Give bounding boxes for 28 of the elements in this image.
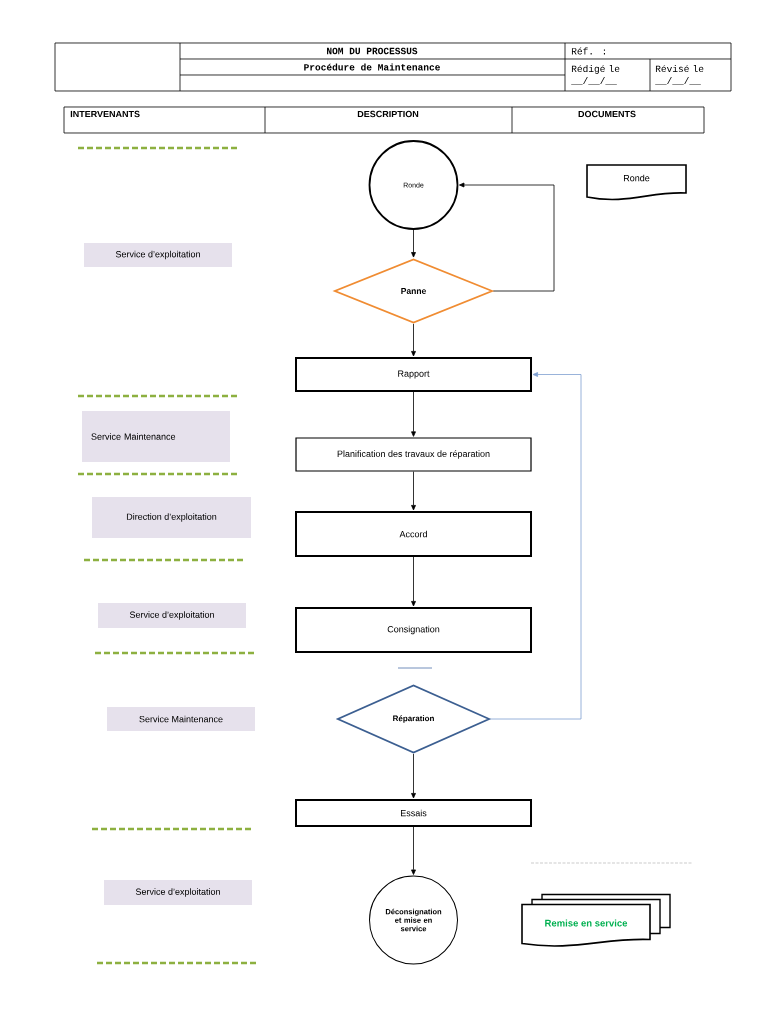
actor-box: Service d’exploitation bbox=[84, 243, 232, 267]
table-cell: DESCRIPTION bbox=[357, 110, 419, 118]
table-cell: Révisé le __/__/__ bbox=[655, 65, 704, 85]
actor-box: Service d’exploitation bbox=[98, 603, 246, 628]
table-cell: Réf. : bbox=[571, 47, 605, 55]
arrow bbox=[411, 323, 416, 357]
actor-box: Service Maintenance bbox=[82, 411, 230, 462]
arrow bbox=[411, 391, 416, 437]
process-box: Planification des travaux de réparation bbox=[295, 437, 532, 472]
arrow bbox=[411, 471, 416, 511]
arrow bbox=[490, 372, 582, 720]
arrow bbox=[459, 182, 555, 292]
actor-box: Direction d’exploitation bbox=[92, 497, 251, 538]
table-cell: DOCUMENTS bbox=[578, 110, 636, 118]
process-box: Essais bbox=[295, 799, 532, 827]
table-cell: NOM DU PROCESSUS bbox=[327, 47, 418, 55]
process-box: Accord bbox=[295, 511, 532, 557]
actor-box: Service Maintenance bbox=[107, 707, 255, 731]
table-cell: INTERVENANTS bbox=[70, 110, 140, 118]
actor-box: Service d’exploitation bbox=[104, 880, 252, 905]
arrow bbox=[411, 556, 416, 607]
table-cell: Procédure de Maintenance bbox=[304, 63, 440, 71]
table-cell: Rédigé le __/__/__ bbox=[571, 65, 620, 85]
arrow bbox=[411, 229, 416, 258]
process-box: Consignation bbox=[295, 607, 532, 653]
process-box: Rapport bbox=[295, 357, 532, 392]
arrow bbox=[411, 753, 416, 799]
arrow bbox=[411, 826, 416, 875]
